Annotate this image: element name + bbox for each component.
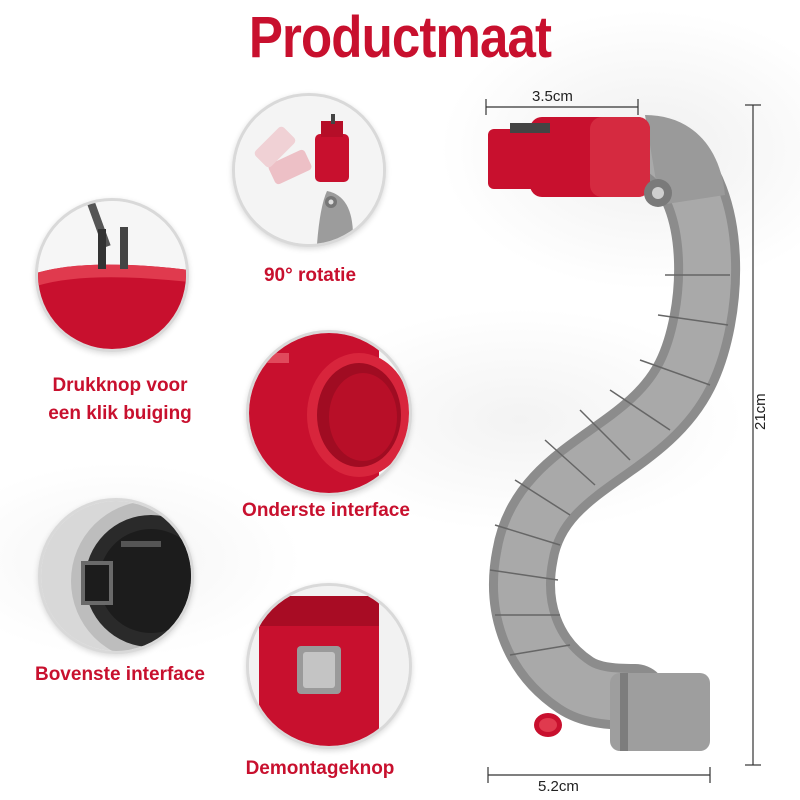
push-button-label-line1: Drukknop voor [52,375,188,396]
height-dimension: 21cm [752,393,769,430]
upper-interface-detail-image [38,498,194,654]
lower-interface-detail-image [246,330,412,496]
rotation-label: 90° rotatie [263,265,357,286]
dismount-button-detail-image [246,583,412,749]
lower-interface-label: Onderste interface [242,500,410,521]
upper-interface-label: Bovenste interface [34,664,205,685]
bottom-width-dimension: 5.2cm [538,778,579,795]
dismount-button-label: Demontageknop [245,758,395,779]
top-width-dimension: 3.5cm [532,88,573,105]
product-image [485,99,761,783]
push-button-detail-image [35,198,189,352]
page-title: Productmaat [248,5,552,70]
rotation-detail-image [232,93,386,247]
push-button-label: Drukknop voor een klik buiging [20,372,220,428]
push-button-label-line2: een klik buiging [48,403,192,424]
